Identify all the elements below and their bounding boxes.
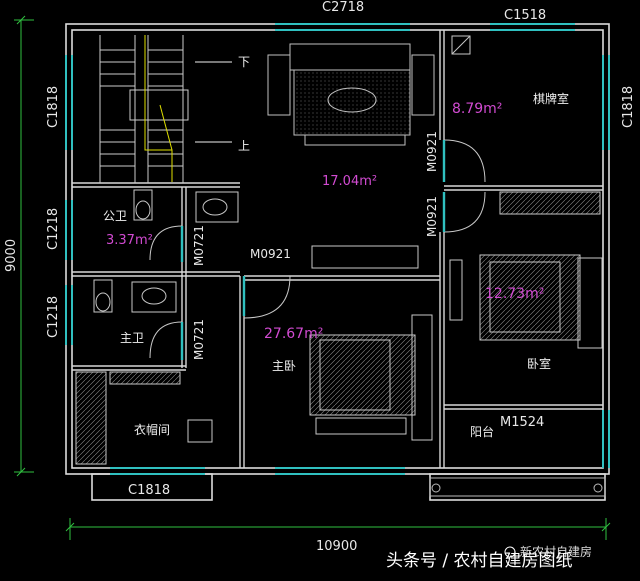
master-area-label: 27.67m²	[264, 326, 323, 342]
right-top-window-label: C1818	[621, 86, 636, 128]
stair-down-label: 下	[238, 55, 250, 69]
stair-lines	[144, 35, 173, 182]
master-bed	[309, 314, 433, 441]
bedroom-name: 卧室	[527, 356, 551, 371]
public-bath-fixtures	[133, 189, 239, 223]
bedroom-door-label: M0921	[425, 196, 439, 237]
balcony-rail	[429, 477, 606, 497]
master-bath-door-label: M0721	[192, 319, 206, 360]
living-area-label: 17.04m²	[322, 174, 377, 189]
top-window-label: C2718	[322, 0, 364, 15]
balcony-door-label: M1524	[500, 415, 544, 430]
master-bath-name: 主卫	[120, 331, 144, 345]
mahjong-corner	[451, 35, 471, 55]
bedroom-area-label: 12.73m²	[485, 286, 544, 302]
balcony-name: 阳台	[470, 424, 494, 439]
master-bath-fixtures	[93, 279, 177, 313]
closet-fixtures	[75, 371, 213, 465]
public-bath-area-label: 3.37m²	[106, 233, 153, 248]
watermark-overlay: 新农村自建房	[520, 544, 592, 559]
mahjong-door-label: M0921	[425, 131, 439, 172]
watermark-text: 头条号 / 农村自建房图纸	[386, 551, 573, 571]
closet-name: 衣帽间	[134, 422, 170, 437]
watermark-logo-icon	[504, 546, 516, 558]
mahjong-name: 棋牌室	[533, 91, 569, 106]
windows-graphics	[65, 23, 610, 475]
staircase	[99, 35, 189, 183]
dimension-lines	[14, 15, 611, 540]
mahjong-area-label: 8.79m²	[452, 101, 502, 117]
public-bath-door-label: M0721	[192, 225, 206, 266]
left-top-window-label: C1818	[46, 86, 61, 128]
top-right-window-label: C1518	[504, 8, 546, 23]
total-width-label: 10900	[316, 539, 357, 554]
living-sofa-set	[267, 43, 435, 146]
door-leaves	[180, 140, 446, 360]
stair-up-label: 上	[238, 139, 250, 153]
left-mid2-window-label: C1218	[46, 296, 61, 338]
public-bath-name: 公卫	[103, 209, 127, 223]
stair-up-arrows	[195, 61, 232, 143]
tv-console	[311, 245, 419, 269]
master-name: 主卧	[272, 359, 296, 373]
master-door-label: M0921	[250, 247, 291, 261]
bedroom-bed	[449, 191, 603, 349]
total-depth-label: 9000	[4, 239, 19, 272]
bottom-window-label: C1818	[128, 483, 170, 498]
left-mid1-window-label: C1218	[46, 208, 61, 250]
